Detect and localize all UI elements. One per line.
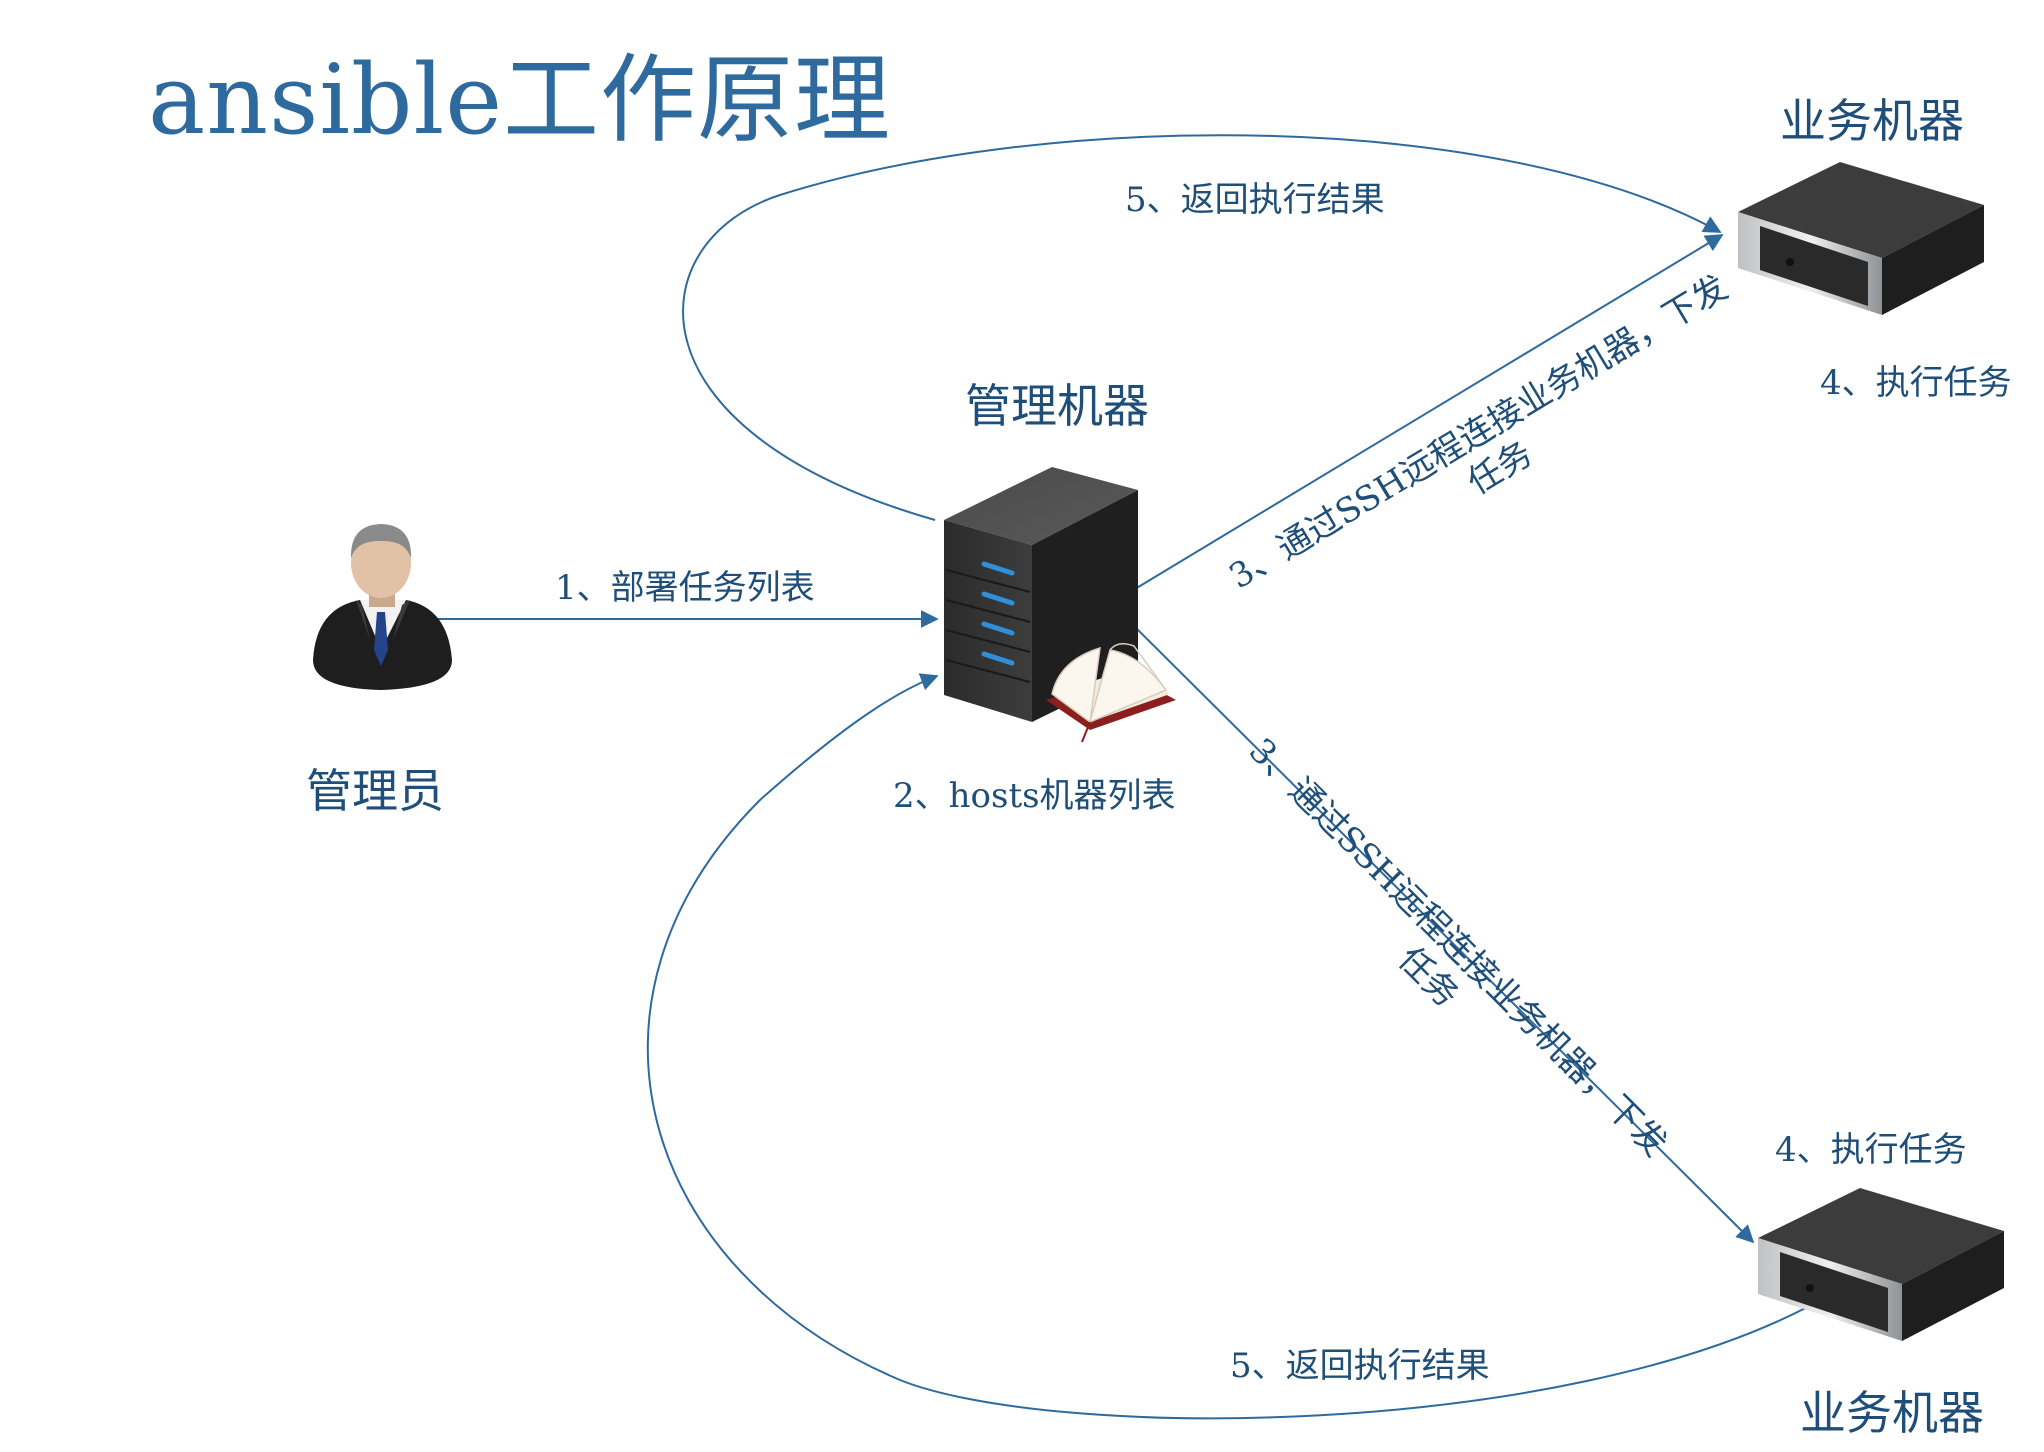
admin-label: 管理员 (306, 764, 444, 818)
person-icon (313, 524, 452, 690)
step5-top-label: 5、返回执行结果 (1125, 180, 1385, 220)
rack-server-icon-bottom (1758, 1188, 2004, 1341)
manager-label: 管理机器 (965, 379, 1149, 433)
step1-label: 1、部署任务列表 (555, 568, 815, 608)
edge-manager-to-worker-bottom (1132, 624, 1755, 1244)
worker-bottom-label: 业务机器 (1800, 1386, 1984, 1440)
worker-top-label: 业务机器 (1780, 94, 1964, 148)
edge-manager-to-worker-top (1129, 234, 1724, 593)
step5-bottom-label: 5、返回执行结果 (1230, 1346, 1490, 1386)
book-icon (1046, 643, 1176, 743)
step2-label: 2、hosts机器列表 (893, 776, 1176, 816)
diagram-title: ansible工作原理 (148, 44, 891, 156)
rack-server-icon-top (1738, 162, 1984, 315)
step4-top-label: 4、执行任务 (1820, 363, 2012, 403)
step4-bottom-label: 4、执行任务 (1775, 1130, 1967, 1170)
edge-return-top (682, 134, 1722, 521)
edge-return-bottom (647, 673, 1816, 1420)
